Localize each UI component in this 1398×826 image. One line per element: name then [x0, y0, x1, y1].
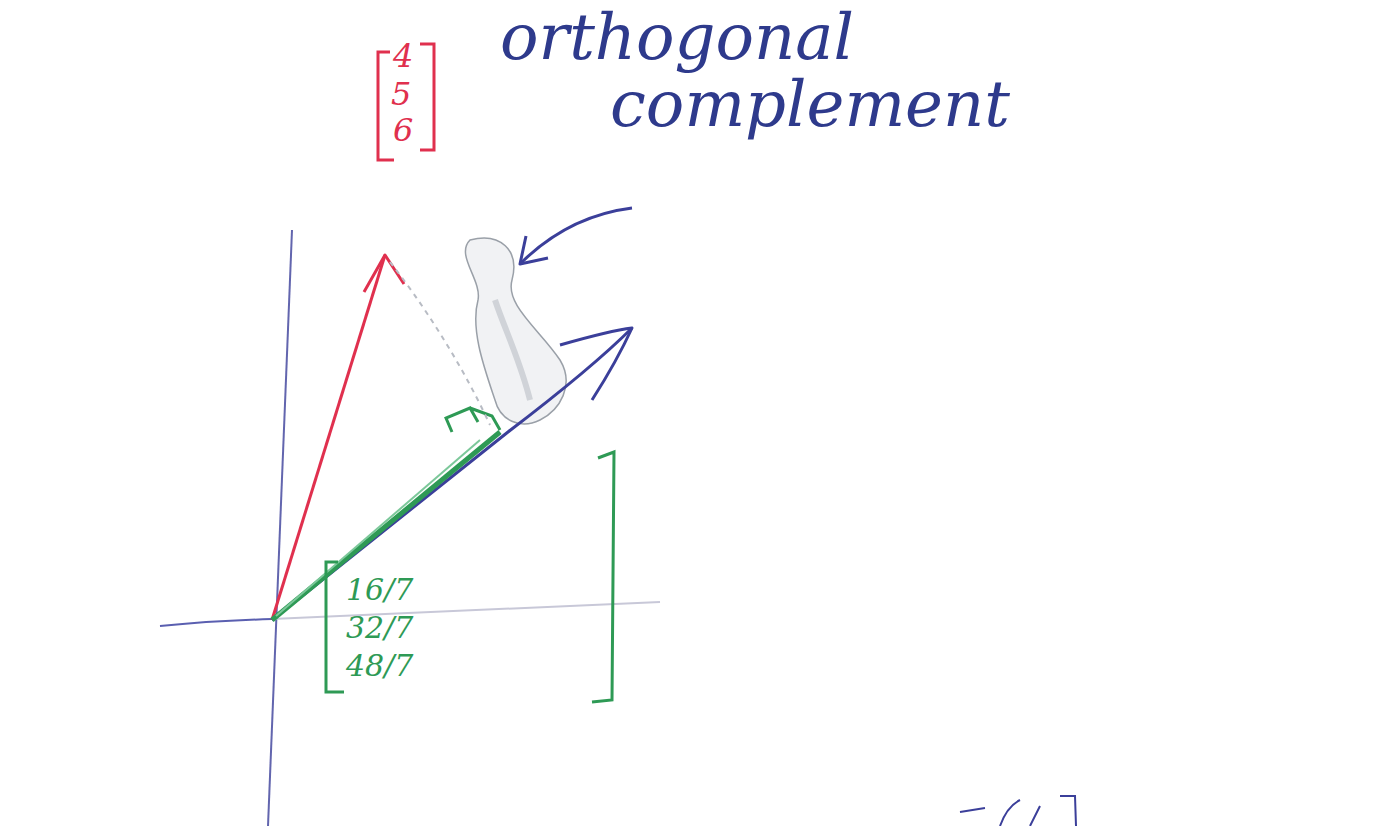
projection-line — [272, 432, 500, 620]
projection-entry: 48/7 — [346, 650, 413, 682]
annotation: orthogonal complement — [500, 4, 1110, 138]
vector-entry: 5 — [391, 78, 411, 112]
pointer-arrowhead — [520, 236, 548, 264]
projection-line — [276, 440, 480, 616]
vector-entry: 4 — [393, 40, 413, 74]
cut-off-scribble — [960, 796, 1076, 826]
subspace-arrowhead — [560, 328, 632, 400]
matrix-bracket — [592, 452, 614, 702]
vector-line — [272, 255, 385, 620]
x-axis — [160, 619, 272, 626]
vector-entry: 6 — [393, 114, 413, 148]
matrix-bracket — [326, 562, 344, 692]
y-axis — [272, 602, 660, 619]
z-axis — [268, 230, 292, 826]
pointer-arrow — [522, 208, 632, 262]
projection-entry: 32/7 — [346, 612, 413, 644]
right-angle-mark — [446, 408, 500, 432]
plane-shading — [495, 300, 530, 400]
complement-plane — [465, 238, 566, 424]
matrix-bracket — [420, 44, 434, 150]
projection-entry: 16/7 — [346, 574, 413, 606]
perpendicular — [390, 262, 490, 425]
